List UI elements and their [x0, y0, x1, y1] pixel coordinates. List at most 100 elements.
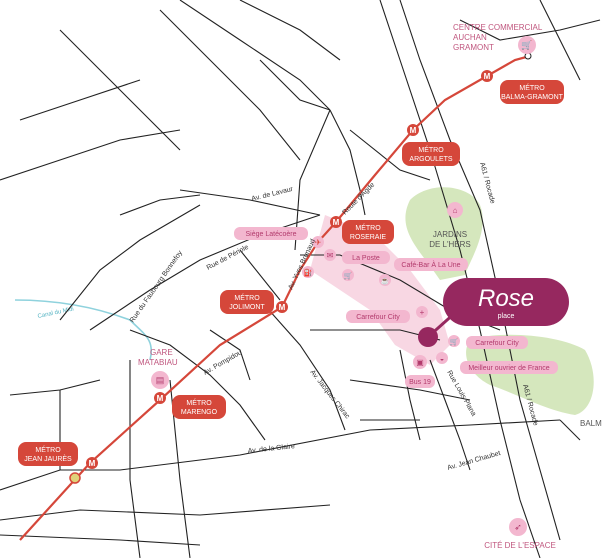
- poi-latecoere[interactable]: Siège Latécoère: [234, 227, 308, 240]
- svg-text:✈: ✈: [315, 238, 322, 247]
- metro-station-roseraie[interactable]: MÉTRO ROSERAIE: [342, 220, 394, 244]
- station-label: MÉTRO: [186, 398, 212, 407]
- svg-text:⌂: ⌂: [453, 206, 458, 215]
- svg-text:Rue du Faubourg Bonnefoy: Rue du Faubourg Bonnefoy: [129, 249, 184, 324]
- svg-text:Av. de la Glaire: Av. de la Glaire: [247, 443, 295, 455]
- svg-text:M: M: [333, 218, 340, 227]
- station-label: MÉTRO: [355, 223, 381, 232]
- place-auchan: CENTRE COMMERCIAL AUCHAN GRAMONT: [453, 23, 543, 52]
- canal-du-midi: [14, 299, 152, 361]
- svg-text:AUCHAN: AUCHAN: [453, 33, 487, 42]
- svg-text:DE L'HERS: DE L'HERS: [429, 240, 471, 249]
- station-label: MÉTRO: [234, 293, 260, 302]
- station-label: MÉTRO: [519, 83, 545, 92]
- poi-label: Carrefour City: [356, 314, 400, 321]
- svg-text:🛒: 🛒: [344, 271, 353, 280]
- brand-name: Rose: [478, 285, 534, 312]
- poi-carrefour-city-2[interactable]: Carrefour City: [466, 336, 528, 349]
- svg-text:Av. de Lavaur: Av. de Lavaur: [251, 186, 295, 203]
- svg-text:➶: ➶: [514, 522, 522, 532]
- cup-icon: ☕: [379, 274, 391, 286]
- station-label: MARENGO: [181, 409, 218, 416]
- poi-label: La Poste: [352, 255, 380, 262]
- svg-text:Av. Jacques Chirac: Av. Jacques Chirac: [308, 369, 351, 421]
- hers-park-south: [466, 334, 594, 415]
- svg-text:☕: ☕: [381, 276, 390, 285]
- poi-bus-19[interactable]: Bus 19: [405, 375, 435, 388]
- svg-text:✉: ✉: [327, 251, 334, 260]
- metro-icon: M: [330, 216, 342, 228]
- station-label: MÉTRO: [35, 445, 61, 454]
- station-label: ARGOULETS: [409, 156, 453, 163]
- metro-icon: M: [154, 392, 166, 404]
- poi-label: Carrefour City: [475, 340, 519, 347]
- cart-icon: 🛒: [518, 36, 536, 54]
- poi-icons: ✈ ✉ ⛽ 🛒 ☕ + 🛒 ◒ ▣ ⌂ 🛒 ▤ ➶: [151, 36, 536, 536]
- svg-text:▤: ▤: [156, 375, 165, 385]
- metro-markers: M M M M M M: [86, 70, 493, 469]
- metro-icon: M: [276, 301, 288, 313]
- svg-text:⛽: ⛽: [304, 268, 313, 277]
- station-label: MÉTRO: [418, 145, 444, 154]
- svg-text:GARE: GARE: [150, 348, 173, 357]
- metro-station-balma-gramont[interactable]: MÉTRO BALMA-GRAMONT: [500, 80, 564, 104]
- svg-text:Rue Louis Plana: Rue Louis Plana: [445, 370, 477, 418]
- svg-text:M: M: [484, 72, 491, 81]
- svg-text:M: M: [157, 394, 164, 403]
- tent-icon: ⌂: [447, 202, 463, 218]
- metro-station-argoulets[interactable]: MÉTRO ARGOULETS: [402, 142, 460, 166]
- metro-icon: M: [407, 124, 419, 136]
- svg-text:🛒: 🛒: [450, 337, 459, 346]
- cart-icon: 🛒: [342, 269, 354, 281]
- train-icon: ▤: [151, 371, 169, 389]
- metro-station-jolimont[interactable]: MÉTRO JOLIMONT: [220, 290, 274, 314]
- place-gare: GARE MATABIAU: [138, 348, 178, 367]
- svg-text:◒: ◒: [440, 356, 444, 363]
- poi-label: Café-Bar À La Une: [401, 260, 460, 269]
- plane-icon: ✈: [312, 236, 324, 248]
- jardins-de-lhers-park: [405, 187, 483, 280]
- poi-label: Siège Latécoère: [246, 231, 297, 238]
- svg-text:A61 / Rocade: A61 / Rocade: [478, 162, 496, 205]
- svg-text:Av. Pompidou: Av. Pompidou: [203, 349, 244, 377]
- rocket-icon: ➶: [509, 518, 527, 536]
- jean-jaures-transfer: [69, 472, 81, 484]
- bread-icon: ◒: [436, 352, 448, 364]
- svg-text:GRAMONT: GRAMONT: [453, 43, 494, 52]
- svg-text:Av. Jean Chaubet: Av. Jean Chaubet: [447, 450, 502, 472]
- fuel-icon: ⛽: [302, 266, 314, 278]
- svg-text:MATABIAU: MATABIAU: [138, 358, 178, 367]
- place-jardins: JARDINS DE L'HERS: [429, 230, 471, 249]
- pharmacy-icon: +: [416, 306, 428, 318]
- poi-label: Meilleur ouvrier de France: [468, 365, 549, 372]
- cart-icon: 🛒: [448, 335, 460, 347]
- metro-station-jean-jaures[interactable]: MÉTRO JEAN JAURÈS: [18, 442, 78, 466]
- poi-label: Bus 19: [409, 379, 431, 386]
- poi-cafe[interactable]: Café-Bar À La Une: [394, 258, 468, 271]
- svg-text:M: M: [89, 459, 96, 468]
- metro-line-a: [19, 54, 531, 541]
- poi-la-poste[interactable]: La Poste: [342, 251, 390, 264]
- svg-text:🛒: 🛒: [521, 39, 532, 50]
- svg-text:M: M: [410, 126, 417, 135]
- brand-sub: place: [498, 313, 515, 320]
- metro-icon: M: [481, 70, 493, 82]
- svg-text:+: +: [420, 308, 425, 317]
- place-cite-espace: CITÉ DE L'ESPACE: [484, 541, 556, 550]
- svg-text:▣: ▣: [416, 358, 424, 367]
- poi-carrefour-city-1[interactable]: Carrefour City: [346, 310, 410, 323]
- metro-station-marengo[interactable]: MÉTRO MARENGO: [172, 395, 226, 419]
- svg-text:M: M: [279, 303, 286, 312]
- svg-text:JARDINS: JARDINS: [433, 230, 467, 239]
- mail-icon: ✉: [324, 249, 336, 261]
- svg-text:CENTRE COMMERCIAL: CENTRE COMMERCIAL: [453, 23, 543, 32]
- station-label: JEAN JAURÈS: [24, 454, 72, 463]
- station-label: BALMA-GRAMONT: [501, 94, 564, 101]
- station-label: JOLIMONT: [229, 304, 265, 311]
- rose-place-logo[interactable]: Rose place: [443, 278, 569, 326]
- poi-meilleur-ouvrier[interactable]: Meilleur ouvrier de France: [460, 361, 558, 374]
- metro-icon: M: [86, 457, 98, 469]
- bus-icon: ▣: [413, 355, 427, 369]
